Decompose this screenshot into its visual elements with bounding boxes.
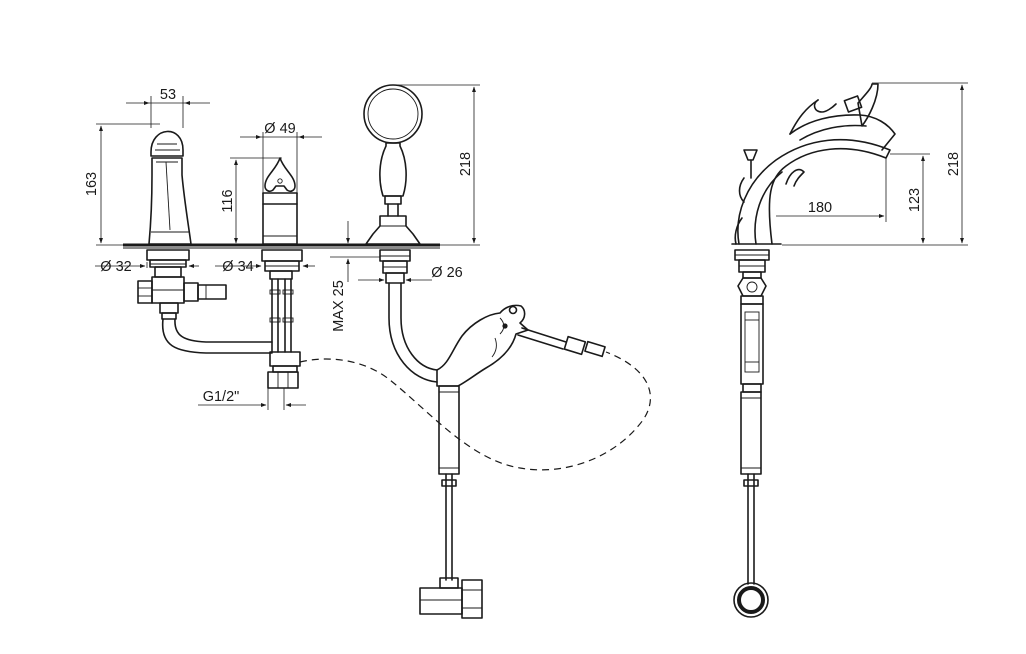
dim-32-label: Ø 32 [100, 259, 131, 275]
dim-123-label: 123 [907, 188, 923, 212]
dimension-labels: 53 163 Ø 49 116 218 Ø 32 Ø 34 MAX 25 Ø 2… [84, 87, 962, 405]
dim-180-label: 180 [808, 200, 832, 216]
dim-34-label: Ø 34 [222, 259, 253, 275]
dim-218-right-label: 218 [946, 152, 962, 176]
hand-shower [363, 84, 423, 245]
hose-path-dashed [299, 351, 652, 471]
dim-116-label: 116 [220, 189, 236, 212]
diverter-valve [262, 157, 298, 245]
dim-218-left-label: 218 [458, 152, 474, 176]
dim-g12-label: G1/2" [203, 389, 240, 405]
dim-26-label: Ø 26 [431, 265, 462, 281]
side-view-spout [731, 83, 896, 245]
dim-max25-label: MAX 25 [331, 280, 347, 332]
mixer-body [148, 130, 192, 245]
dim-163-label: 163 [84, 172, 100, 196]
diverter-underside [261, 249, 303, 389]
mixer-underside [137, 249, 273, 354]
dim-49-label: Ø 49 [264, 121, 295, 137]
side-view-underside [733, 249, 770, 618]
dim-53-label: 53 [160, 87, 176, 103]
deck-plate [123, 243, 440, 249]
shower-underside [379, 249, 606, 619]
dimension-lines [95, 82, 968, 410]
